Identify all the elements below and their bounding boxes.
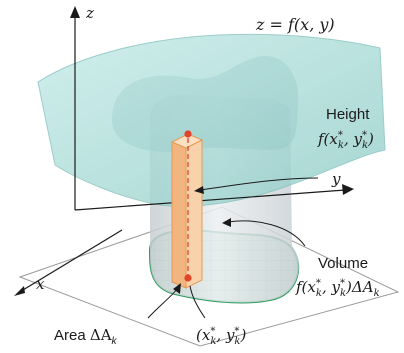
column-top bbox=[170, 133, 204, 149]
x-axis-line bbox=[17, 229, 123, 294]
point-leader bbox=[189, 285, 206, 319]
height-expression: f(x*k, y*k) bbox=[317, 130, 374, 151]
z-axis-arrow bbox=[70, 6, 80, 18]
height-leader bbox=[199, 177, 319, 191]
volume-leader-arrow bbox=[222, 218, 231, 227]
y-axis-label: y bbox=[331, 170, 341, 188]
volume-expression: f(x*k, y*k)ΔAk bbox=[295, 278, 380, 299]
y-axis-arrow bbox=[342, 184, 354, 195]
height-title: Height bbox=[326, 106, 370, 123]
z-axis-label: z bbox=[85, 4, 94, 22]
x-axis-label: x bbox=[36, 275, 45, 293]
y-axis-line bbox=[74, 189, 346, 211]
area-label: Area ΔAk bbox=[54, 326, 118, 347]
area-leader-arrow bbox=[173, 283, 181, 294]
x-axis-arrow bbox=[14, 286, 25, 296]
surface-sheet bbox=[37, 33, 386, 207]
base-point bbox=[184, 274, 192, 282]
height-leader-arrow bbox=[194, 186, 204, 194]
point-label: (x*k, y*k) bbox=[196, 326, 246, 347]
volume-leader bbox=[227, 220, 306, 247]
top-point bbox=[184, 130, 192, 138]
volume-title: Volume bbox=[318, 255, 368, 272]
surface-label: z = f(x, y) bbox=[255, 15, 335, 34]
column-side-left bbox=[171, 141, 187, 289]
